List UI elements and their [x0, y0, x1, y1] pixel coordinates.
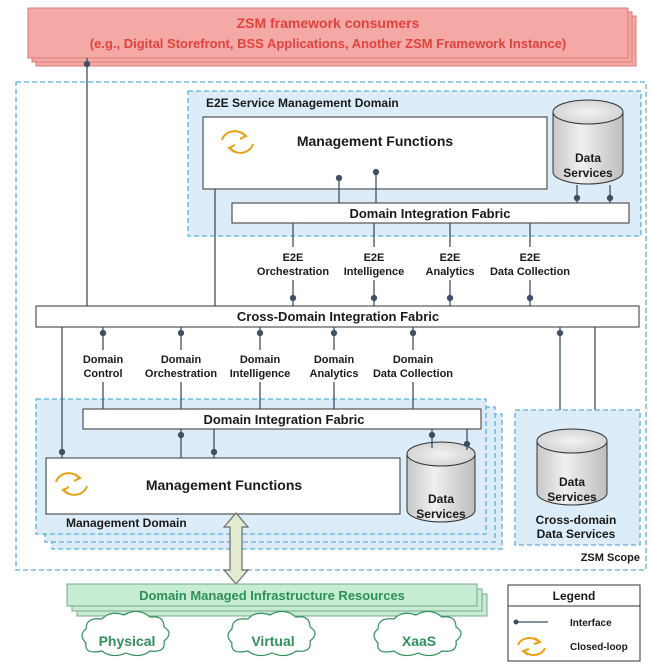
domain-integration-fabric-label: Domain Integration Fabric	[203, 412, 364, 427]
domain-closed-loop-icon	[55, 472, 88, 496]
domain-analytics-label-1: Domain	[314, 354, 355, 366]
cross-domain-integration-fabric	[35, 305, 640, 328]
legend-closed-loop-icon	[517, 637, 546, 656]
domain-services: Domain Control Domain Orchestration Doma…	[83, 354, 453, 380]
domain-data-services-cylinder: Data Services	[406, 441, 476, 523]
management-domain: Management Domain Domain Integration Fab…	[35, 398, 503, 550]
e2e-orchestration-label-2: Orchestration	[257, 266, 329, 278]
e2e-analytics-label-1: E2E	[440, 252, 461, 264]
e2e-closed-loop-icon	[221, 130, 254, 154]
consumers-box: ZSM framework consumers (e.g., Digital S…	[27, 7, 637, 67]
e2e-interfaces	[83, 58, 534, 306]
cloud-physical: Physical	[81, 610, 170, 657]
domain-orchestration-label-1: Domain	[161, 354, 202, 366]
e2e-data-collection-label-1: E2E	[520, 252, 541, 264]
cloud-virtual-label: Virtual	[251, 633, 294, 649]
consumers-subtitle: (e.g., Digital Storefront, BSS Applicati…	[90, 36, 566, 51]
legend-closed-loop-label: Closed-loop	[570, 642, 628, 653]
e2e-services: E2E Orchestration E2E Intelligence E2E A…	[257, 252, 570, 278]
e2e-data-collection-label-2: Data Collection	[490, 266, 570, 278]
domain-data-collection-label-2: Data Collection	[373, 368, 453, 380]
cross-data-label: Data	[559, 475, 585, 489]
cross-domain-data-services: Data Services Cross-domain Data Services	[514, 409, 641, 546]
domain-integration-fabric	[82, 408, 482, 430]
e2e-data-services-cylinder: Data Services	[552, 99, 624, 185]
domain-analytics-label-2: Analytics	[310, 368, 359, 380]
e2e-intelligence-label-1: E2E	[364, 252, 385, 264]
infrastructure-box: Domain Managed Infrastructure Resources	[66, 583, 488, 617]
management-domain-title: Management Domain	[66, 516, 187, 530]
e2e-management-functions-box	[202, 116, 548, 190]
cloud-virtual: Virtual	[227, 610, 316, 657]
domain-intelligence-label-1: Domain	[240, 354, 281, 366]
e2e-data-label: Data	[575, 151, 601, 165]
e2e-analytics-label-2: Analytics	[426, 266, 475, 278]
cross-services-label: Services	[547, 490, 597, 504]
e2e-integration-fabric	[231, 202, 630, 224]
e2e-orchestration-label-1: E2E	[283, 252, 304, 264]
e2e-management-functions-label: Management Functions	[297, 133, 454, 149]
cloud-xaas: XaaS	[373, 610, 462, 657]
e2e-intelligence-label-2: Intelligence	[344, 266, 405, 278]
domain-data-collection-label-1: Domain	[393, 354, 434, 366]
domain-intelligence-label-2: Intelligence	[230, 368, 291, 380]
zsm-scope-label: ZSM Scope	[581, 552, 640, 564]
legend-interface-symbol	[513, 619, 548, 625]
domain-control-label-1: Domain	[83, 354, 124, 366]
legend: Legend Interface Closed-loop	[507, 584, 641, 662]
legend-title: Legend	[553, 589, 596, 603]
cross-domain-caption-1: Cross-domain	[536, 513, 617, 527]
e2e-domain: E2E Service Management Domain Management…	[187, 90, 642, 237]
e2e-domain-title: E2E Service Management Domain	[206, 96, 399, 110]
legend-interface-label: Interface	[570, 618, 612, 629]
domain-management-functions-label: Management Functions	[146, 477, 303, 493]
e2e-services-label: Services	[563, 166, 613, 180]
domain-orchestration-label-2: Orchestration	[145, 368, 217, 380]
cross-domain-fabric-label: Cross-Domain Integration Fabric	[237, 309, 439, 324]
e2e-integration-fabric-label: Domain Integration Fabric	[349, 206, 510, 221]
domain-management-functions-box	[45, 457, 401, 515]
zsm-scope-border	[15, 81, 647, 571]
domain-data-label: Data	[428, 492, 454, 506]
cross-domain-caption-2: Data Services	[537, 527, 616, 541]
domain-control-label-2: Control	[83, 368, 122, 380]
domain-services-label: Services	[416, 507, 466, 521]
cloud-physical-label: Physical	[99, 633, 156, 649]
infrastructure-title: Domain Managed Infrastructure Resources	[139, 588, 405, 603]
consumers-title: ZSM framework consumers	[237, 15, 420, 31]
cloud-xaas-label: XaaS	[402, 633, 436, 649]
